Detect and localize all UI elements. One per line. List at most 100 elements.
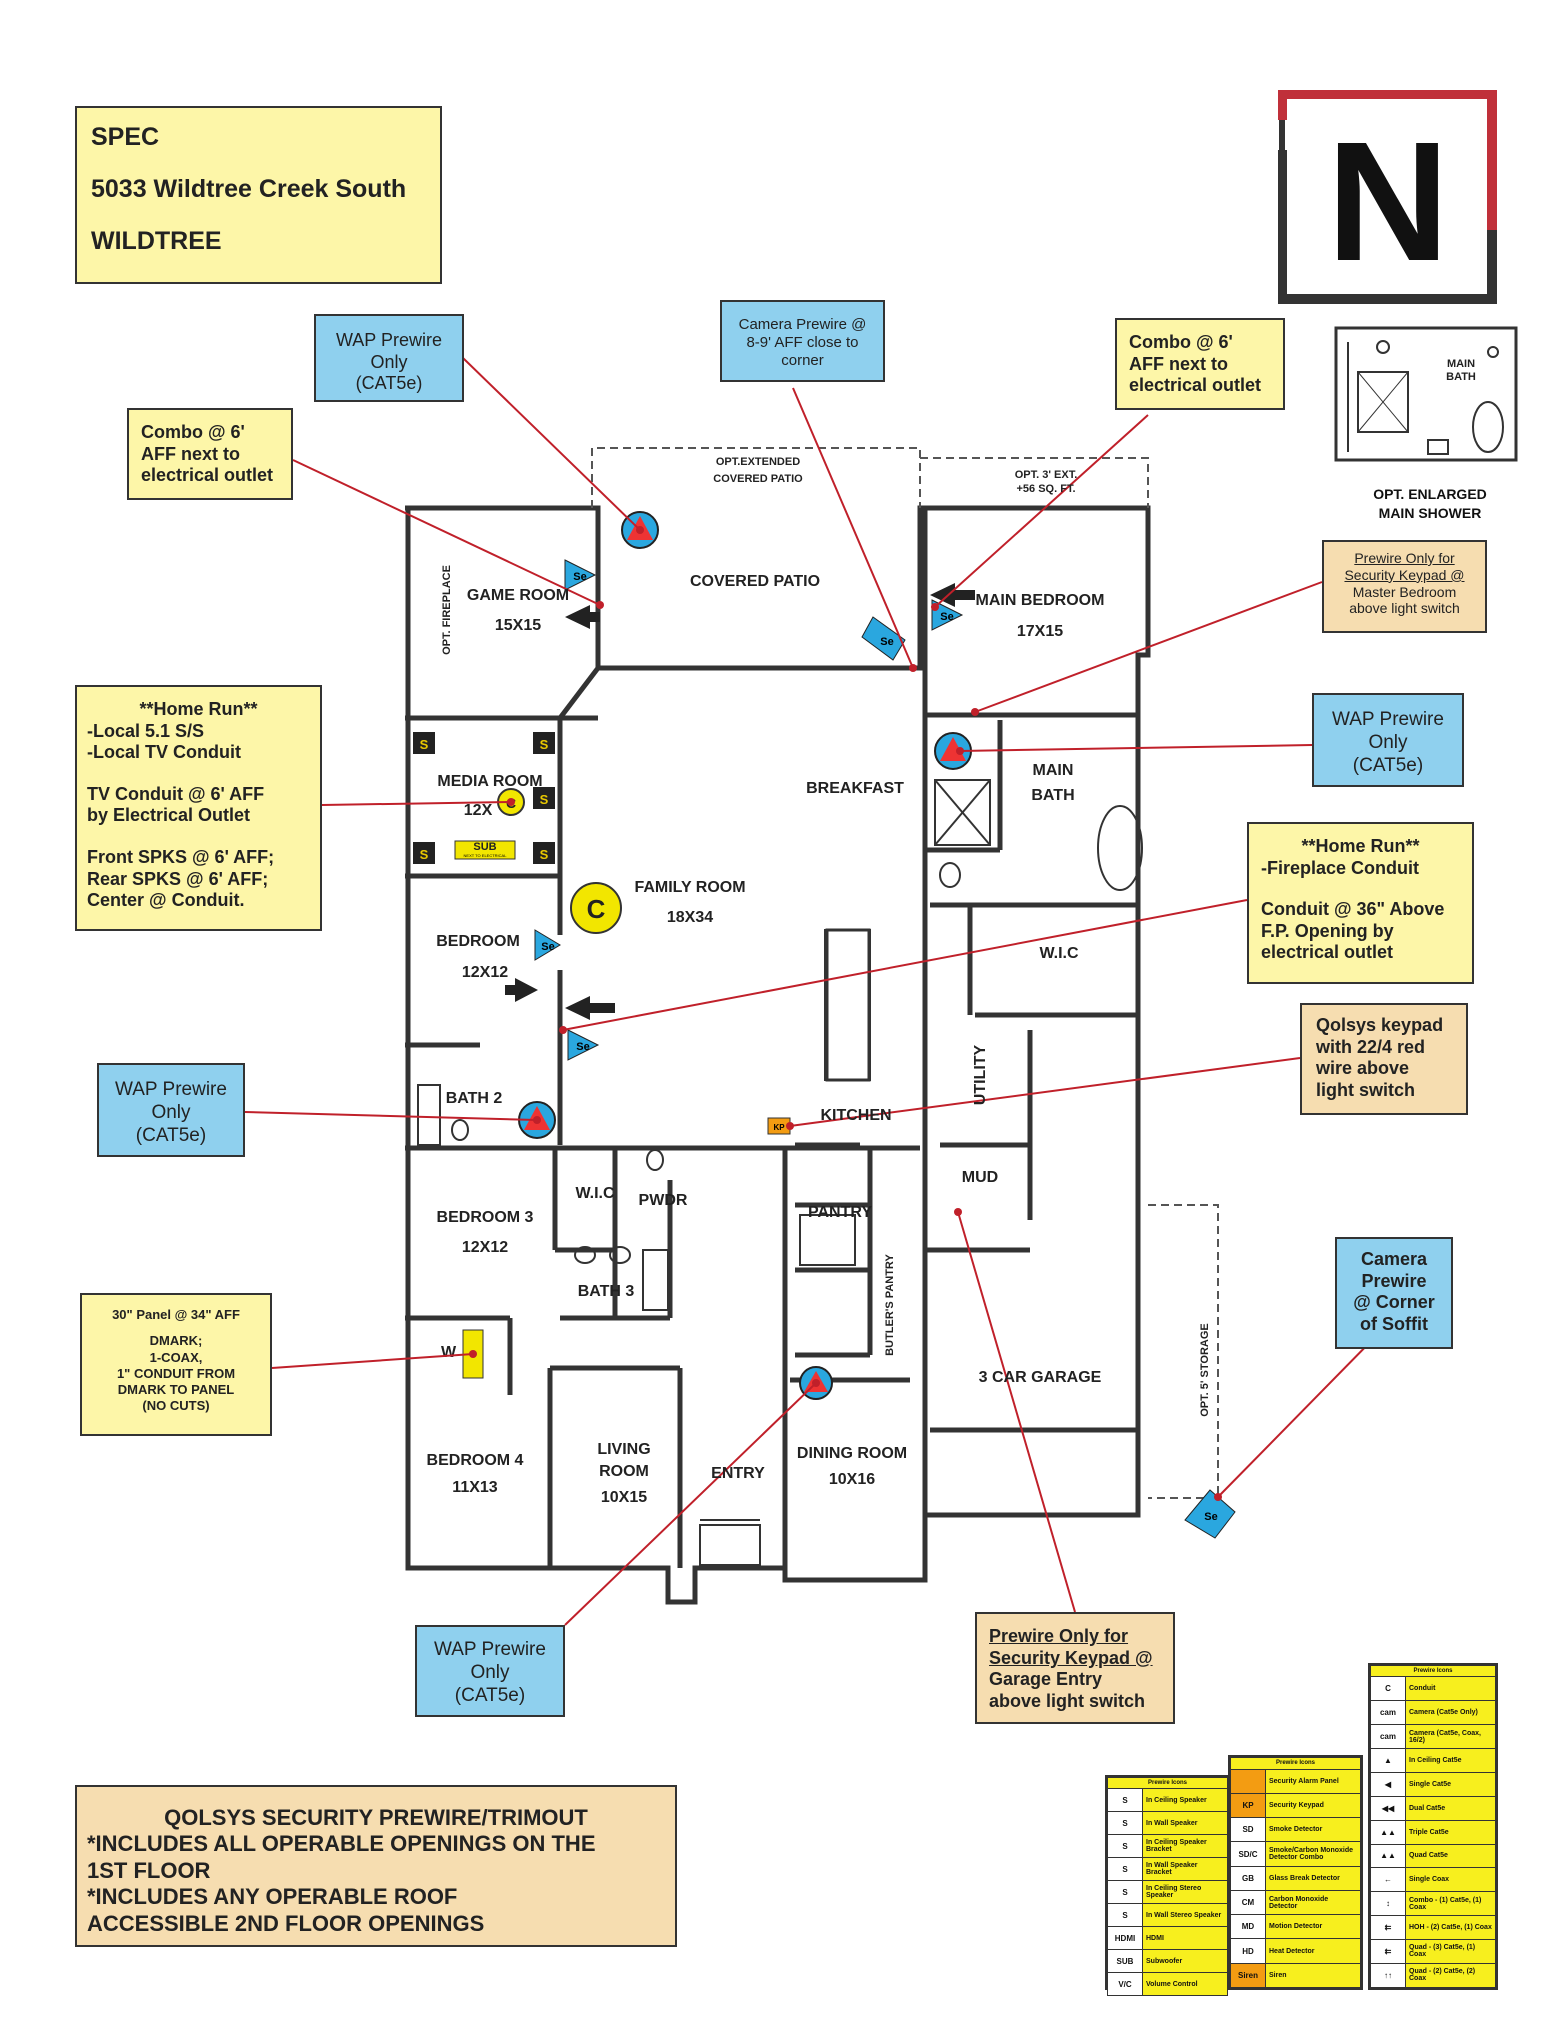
callout-spacer — [1261, 879, 1460, 899]
volume-control-icon: V/C — [1107, 1972, 1143, 1996]
utility-label: UTILITY — [972, 1044, 989, 1105]
speaker-icon: S — [1107, 1788, 1143, 1812]
living-room-size: 10X15 — [601, 1489, 647, 1506]
legend-item: In Ceiling Speaker Bracket — [1142, 1834, 1228, 1858]
callout-text: Prewire — [1361, 1270, 1427, 1291]
legend-header: Prewire Icons — [1230, 1757, 1361, 1770]
kitchen-island — [825, 928, 871, 1082]
keypad-garage-callout: Prewire Only for Security Keypad @ Garag… — [975, 1612, 1175, 1724]
legend-item: In Wall Speaker — [1142, 1811, 1228, 1835]
bedroom4-label: BEDROOM 4 — [427, 1452, 524, 1469]
bath2-label: BATH 2 — [446, 1090, 503, 1107]
wap-callout-left: WAP Prewire Only (CAT5e) — [97, 1063, 245, 1157]
callout-text: 30" Panel @ 34" AFF — [112, 1307, 240, 1322]
callout-text: Only — [470, 1661, 510, 1683]
legend-item: HDMI — [1142, 1926, 1228, 1950]
legend-item: In Ceiling Cat5e — [1405, 1748, 1496, 1773]
main-bath-label-2: BATH — [1031, 787, 1074, 804]
callout-title: **Home Run** — [1301, 836, 1420, 856]
callout-text: Only — [151, 1101, 191, 1123]
quad-combo-icon: ⇇ — [1370, 1939, 1406, 1964]
callout-text: Only — [370, 351, 408, 372]
callout-text: DMARK; — [149, 1333, 203, 1349]
wap-callout-right: WAP Prewire Only (CAT5e) — [1312, 693, 1464, 787]
callout-text: of Soffit — [1360, 1313, 1428, 1334]
callout-text: electrical outlet — [1261, 942, 1394, 963]
sub-note: NEXT TO ELECTRICAL — [464, 853, 508, 858]
speaker-icon: S — [540, 847, 549, 862]
callout-text: (CAT5e) — [1352, 754, 1424, 776]
callout-text: F.P. Opening by — [1261, 920, 1394, 941]
security-note-text: *INCLUDES ALL OPERABLE OPENINGS ON THE — [87, 1831, 596, 1857]
legend-item: Camera (Cat5e, Coax, 16/2) — [1405, 1724, 1496, 1750]
covered-patio-label: COVERED PATIO — [690, 573, 820, 590]
speaker-icon: S — [1107, 1834, 1143, 1858]
callout-text: Front SPKS @ 6' AFF; — [87, 846, 275, 867]
bedroom-size: 12X12 — [462, 964, 508, 981]
speaker-icon: S — [1107, 1880, 1143, 1904]
security-note-title: QOLSYS SECURITY PREWIRE/TRIMOUT — [164, 1805, 588, 1830]
kitchen-label: KITCHEN — [820, 1107, 891, 1124]
legend-item: Smoke/Carbon Monoxide Detector Combo — [1265, 1841, 1361, 1867]
callout-text: Conduit @ 36" Above — [1261, 899, 1445, 920]
legend-item: Camera (Cat5e Only) — [1405, 1700, 1496, 1726]
smoke-co-combo-icon: SD/C — [1230, 1841, 1266, 1867]
callout-text: Security Keypad @ — [989, 1647, 1153, 1668]
keypad-icon: KP — [1230, 1792, 1266, 1819]
callout-text: electrical outlet — [1129, 375, 1262, 396]
wap-callout-bottom: WAP Prewire Only (CAT5e) — [415, 1625, 565, 1717]
speaker-icons — [413, 732, 555, 864]
callout-title: **Home Run** — [139, 699, 258, 719]
callout-text: Prewire Only for — [1354, 550, 1455, 566]
callout-text: Qolsys keypad — [1316, 1015, 1444, 1035]
ceiling-cat5e-icon: ▲ — [1370, 1748, 1406, 1773]
storage-label: OPT. 5' STORAGE — [1199, 1323, 1211, 1417]
entry-label: ENTRY — [711, 1465, 765, 1482]
callout-text: light switch — [1316, 1079, 1415, 1100]
opt-ext-label-2: +56 SQ. FT. — [1017, 483, 1076, 495]
legend-item: Dual Cat5e — [1405, 1795, 1496, 1821]
butlers-pantry-label: BUTLER'S PANTRY — [884, 1254, 896, 1356]
bedroom4-size: 11X13 — [452, 1479, 497, 1496]
callout-text: -Fireplace Conduit — [1261, 857, 1420, 878]
project-title-box: SPEC 5033 Wildtree Creek South WILDTREE — [75, 106, 442, 284]
security-note-text: ACCESSIBLE 2ND FLOOR OPENINGS — [87, 1910, 485, 1936]
camera-callout-top: Camera Prewire @ 8-9' AFF close to corne… — [720, 300, 885, 382]
address-label: 5033 Wildtree Creek South — [91, 175, 407, 203]
heat-detector-icon: HD — [1230, 1938, 1266, 1964]
legend-item: In Wall Speaker Bracket — [1142, 1857, 1228, 1881]
bedroom3-size: 12X12 — [462, 1239, 508, 1256]
callout-text: Combo @ 6' — [141, 422, 245, 442]
legend-item: Single Coax — [1405, 1867, 1496, 1893]
pwdr-label: PWDR — [639, 1192, 688, 1209]
speaker-icon: S — [1107, 1903, 1143, 1927]
legend-item: Glass Break Detector — [1265, 1865, 1361, 1891]
legend-header: Prewire Icons — [1370, 1664, 1496, 1678]
legend-item: In Wall Stereo Speaker — [1142, 1903, 1228, 1927]
spec-label: SPEC — [91, 123, 160, 151]
combo-callout-left: Combo @ 6' AFF next to electrical outlet — [127, 408, 293, 500]
callout-spacer — [87, 827, 310, 847]
triple-cat5e-icon: ▲▲ — [1370, 1819, 1406, 1845]
speaker-icon: S — [1107, 1857, 1143, 1881]
hdmi-icon: HDMI — [1107, 1926, 1143, 1950]
single-cat5e-icon: ◀ — [1370, 1771, 1406, 1797]
pantry-label: PANTRY — [808, 1204, 872, 1221]
se-label: Se — [541, 941, 554, 953]
se-label: Se — [1204, 1511, 1217, 1523]
callout-text: -Local TV Conduit — [87, 742, 241, 763]
wic-label: W.I.C — [1039, 945, 1079, 962]
legend-item: Triple Cat5e — [1405, 1819, 1496, 1845]
legend-item: Quad Cat5e — [1405, 1843, 1496, 1869]
callout-text: electrical outlet — [141, 465, 274, 486]
quad-coax-icon: ↑↑ — [1370, 1962, 1406, 1989]
callout-text: corner — [781, 352, 824, 369]
legend-item: Security Keypad — [1265, 1792, 1361, 1819]
legend-item: Conduit — [1405, 1676, 1496, 1702]
speaker-icon: S — [540, 792, 549, 807]
bedroom-label: BEDROOM — [436, 933, 520, 950]
glass-break-icon: GB — [1230, 1865, 1266, 1891]
family-room-size: 18X34 — [667, 909, 713, 926]
dining-room-label: DINING ROOM — [797, 1445, 907, 1462]
